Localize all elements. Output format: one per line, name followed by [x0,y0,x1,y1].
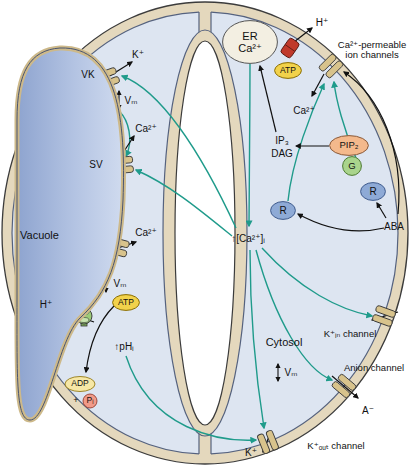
potassium-in-channel [372,305,396,327]
plus-sign: + [73,396,78,406]
endoplasmic-reticulum-shape [223,21,278,64]
tonoplast-line [17,48,124,420]
ion-label: Ca²⁺ [293,105,314,116]
ion-flux-arrows-part [298,214,384,231]
ion-label: A⁻ [362,405,374,416]
ion-label: K⁺ [132,49,144,60]
second-messenger: DAG [271,148,293,159]
teal-signal-arrows-part [126,356,256,440]
teal-signal-arrows-part [262,248,372,316]
tonoplast [17,48,124,420]
channel-name: VK [81,69,94,80]
membrane-potential: Vₘ [285,367,298,378]
teal-signal-arrows-part [136,170,232,236]
node-text: R [279,205,286,216]
node-text: Vacuole [20,229,59,241]
ion-label: Ca²⁺ [135,123,156,134]
channel-name: K⁺ᵢₙ channel [324,329,377,339]
ph-change: ↑pHᵢ [114,341,133,352]
second-messenger: IP₃ [275,135,289,146]
teal-signal-arrows-part [256,250,332,380]
channel-name: Ca²⁺-permeable ion channels [334,40,410,61]
aba-receptor-shape [271,202,296,220]
ion-flux-arrows-part [312,74,324,96]
g-protein: G [342,156,362,176]
membrane-potential: Vₘ [114,278,127,289]
node-text: R [369,186,376,197]
lipid-molecule: PIP₂ [329,135,369,156]
atp-molecule-shape [113,295,140,311]
ion-flux-arrows-part [377,203,386,218]
lipid-molecule-shape [330,136,369,156]
ion-flux-arrows-part [260,66,276,132]
potassium-out-channel [257,430,279,455]
hormone-label: ABA [384,221,404,232]
g-protein-shape [343,157,362,176]
ion-flux-arrows-part [296,145,329,146]
node-text: ATP [280,66,296,75]
vacuole: Vacuole [14,44,128,426]
molecule-label: ADP [71,379,88,388]
membrane-potential: Vₘ [125,95,138,106]
atp-molecule: ATP [112,294,140,311]
phosphate-circle [83,394,97,408]
node-text: ATP [118,298,134,307]
channel-name: SV [89,159,102,170]
endoplasmic-reticulum: ERCa²⁺ [222,20,278,64]
channel-name: Anion channel [344,363,404,373]
vacuole-membrane [17,48,124,420]
ion-label: Ca²⁺ [135,227,156,238]
calcium-channel [318,53,343,78]
stomatal-pore [175,41,235,425]
molecule-label: Pᵢ [86,396,93,405]
calcium-rise: ↑[Ca²⁺]ᵢ [231,233,265,244]
node-text: PIP₂ [340,140,359,150]
guard-cell-cytoplasm [12,12,199,454]
atp-molecule-shape [275,63,302,79]
ion-label: K⁺ [245,447,257,458]
node-text: G [348,161,355,171]
aba-receptor: R [360,182,386,201]
atp-molecule: ATP [274,62,302,79]
teal-signal-arrows-part [288,84,324,201]
guard-cell-cytoplasm [211,12,398,454]
membrane-potential-arrows [106,91,278,381]
teal-signal-arrows-part [122,76,236,228]
ion-label: H⁺ [40,299,53,310]
teal-signal-arrows-part [249,64,250,226]
proton-pump [280,37,300,59]
teal-signal-arrows-part [250,250,264,428]
adp-oval [65,377,95,392]
teal-signal-arrows [120,64,372,440]
aba-receptor: R [270,201,296,220]
node-text: Ca²⁺ [238,42,262,54]
proton-pump-part [280,37,300,59]
compartment-name: Cytosol [266,336,303,348]
membrane-potential-arrows-part [277,364,278,381]
node-text: ER [242,30,257,42]
aba-receptor-shape [361,183,386,201]
channel-name: K⁺ₒᵤₜ channel [307,441,364,451]
ion-flux-arrows-part [294,28,312,42]
proton-pump-part [285,45,295,52]
ion-label: H⁺ [316,17,329,28]
anion-channel [331,373,357,398]
